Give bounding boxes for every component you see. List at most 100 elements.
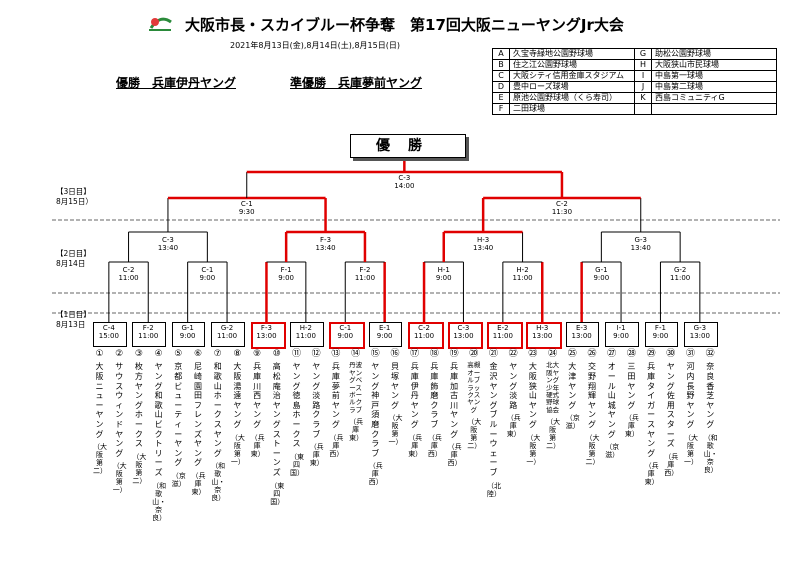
day1-label: 【1日目】 8月13日 xyxy=(56,310,91,329)
team-region: （兵庫東） xyxy=(408,433,423,458)
team-region: （和歌山・奈良） xyxy=(211,462,226,503)
team-name: 高松庵治ヤングストーンズ xyxy=(272,362,281,477)
game-code: H-1 xyxy=(437,266,450,274)
team-region: （兵庫西） xyxy=(368,462,383,487)
game-time: 13:00 xyxy=(689,332,710,340)
team-region: （和歌山・奈良） xyxy=(703,433,718,474)
game-code: E-2 xyxy=(497,324,509,332)
game-time: 11:00 xyxy=(413,332,435,340)
game-time: 9:30 xyxy=(238,208,255,216)
round1-game-box xyxy=(171,322,206,347)
team-name: 兵庫川西ヤング xyxy=(253,362,262,429)
team-name: サウスウィンドヤング xyxy=(115,362,124,458)
team-number: ㉜ xyxy=(705,349,715,359)
team-region: （大阪第一） xyxy=(684,433,698,466)
team-name: 大阪湯遠ヤング xyxy=(233,362,242,429)
team-name: 京都ビューティーヤング xyxy=(174,362,183,468)
game-time: 11:00 xyxy=(118,274,139,282)
team-name: 兵庫飾磨クラブ xyxy=(430,362,439,429)
game-time: 9:00 xyxy=(593,274,610,282)
team-number: ㉙ xyxy=(646,349,656,359)
game-time: 9:00 xyxy=(179,332,196,340)
team-name: 丹波ヤングベースボールクラブ xyxy=(349,361,363,414)
tournament-logo xyxy=(145,12,175,34)
team-name: 大津ヤング xyxy=(568,362,577,410)
game-code: H-2 xyxy=(299,324,312,332)
venue-name: 二田球場 xyxy=(509,103,635,115)
team-name: ヤング徳島ホークス xyxy=(292,362,301,449)
team-name: オール山城ヤング xyxy=(607,362,616,439)
game-code: C-1 xyxy=(201,266,214,274)
game-time: 9:00 xyxy=(435,274,452,282)
team-name: 交野翔輝ヤング xyxy=(588,362,596,429)
game-code: F-1 xyxy=(654,324,666,332)
team-number: ⑪ xyxy=(291,349,301,359)
team-number: ⑮ xyxy=(370,349,380,359)
game-time: 9:00 xyxy=(199,274,216,282)
team-number: ⑬ xyxy=(331,349,341,359)
venue-name xyxy=(651,103,777,115)
round1-game-box xyxy=(250,322,287,349)
team-number: ⑥ xyxy=(193,349,203,359)
game-time: 9:00 xyxy=(613,332,629,340)
team-region: （和歌山・奈良） xyxy=(152,481,167,522)
team-number: ⑫ xyxy=(311,349,321,359)
game-code: F-1 xyxy=(280,266,292,274)
round1-game-box xyxy=(408,322,444,349)
game-code: H-3 xyxy=(536,324,549,332)
team-region: （大阪第一） xyxy=(526,433,541,466)
game-code: C-3 xyxy=(457,324,470,332)
team-number: ③ xyxy=(134,349,143,359)
team-number: ㉛ xyxy=(685,349,695,359)
team-name: 尼崎園田フレンズヤング xyxy=(194,362,202,468)
game-code: C-1 xyxy=(240,200,253,208)
team-region: （兵庫東） xyxy=(349,418,364,443)
team-region: （京滋） xyxy=(565,414,580,431)
round1-game-box xyxy=(526,322,563,349)
game-code: C-2 xyxy=(122,266,135,274)
team-number: ⑩ xyxy=(272,349,281,359)
team-number: ⑦ xyxy=(213,349,222,359)
team-number: ⑧ xyxy=(233,349,242,359)
game-code: F-2 xyxy=(359,266,371,274)
team-region: （大阪第二） xyxy=(132,452,147,485)
game-time: 11:00 xyxy=(216,332,238,340)
game-time: 11:00 xyxy=(670,274,691,282)
team-name: 兵庫加古川ヤング xyxy=(450,362,459,439)
day3-label: 【3日目】 8月15日） xyxy=(56,187,93,206)
team-name: 金沢ヤングブルーウェーブ xyxy=(489,362,498,477)
team-name: 枚方ヤングホークス xyxy=(134,362,143,449)
team-name: 河内長野ヤング xyxy=(686,362,695,429)
game-code: C-4 xyxy=(102,324,115,332)
round1-game-box xyxy=(211,322,245,347)
game-time: 9:00 xyxy=(278,274,294,282)
game-code: H-3 xyxy=(477,236,490,244)
round1-game-box xyxy=(132,322,167,347)
team-number: ① xyxy=(95,349,104,359)
team-region: （兵庫東） xyxy=(250,433,265,458)
team-region: （兵庫東） xyxy=(506,414,521,439)
round1-game-box xyxy=(644,322,679,347)
game-time: 15:00 xyxy=(98,332,119,340)
